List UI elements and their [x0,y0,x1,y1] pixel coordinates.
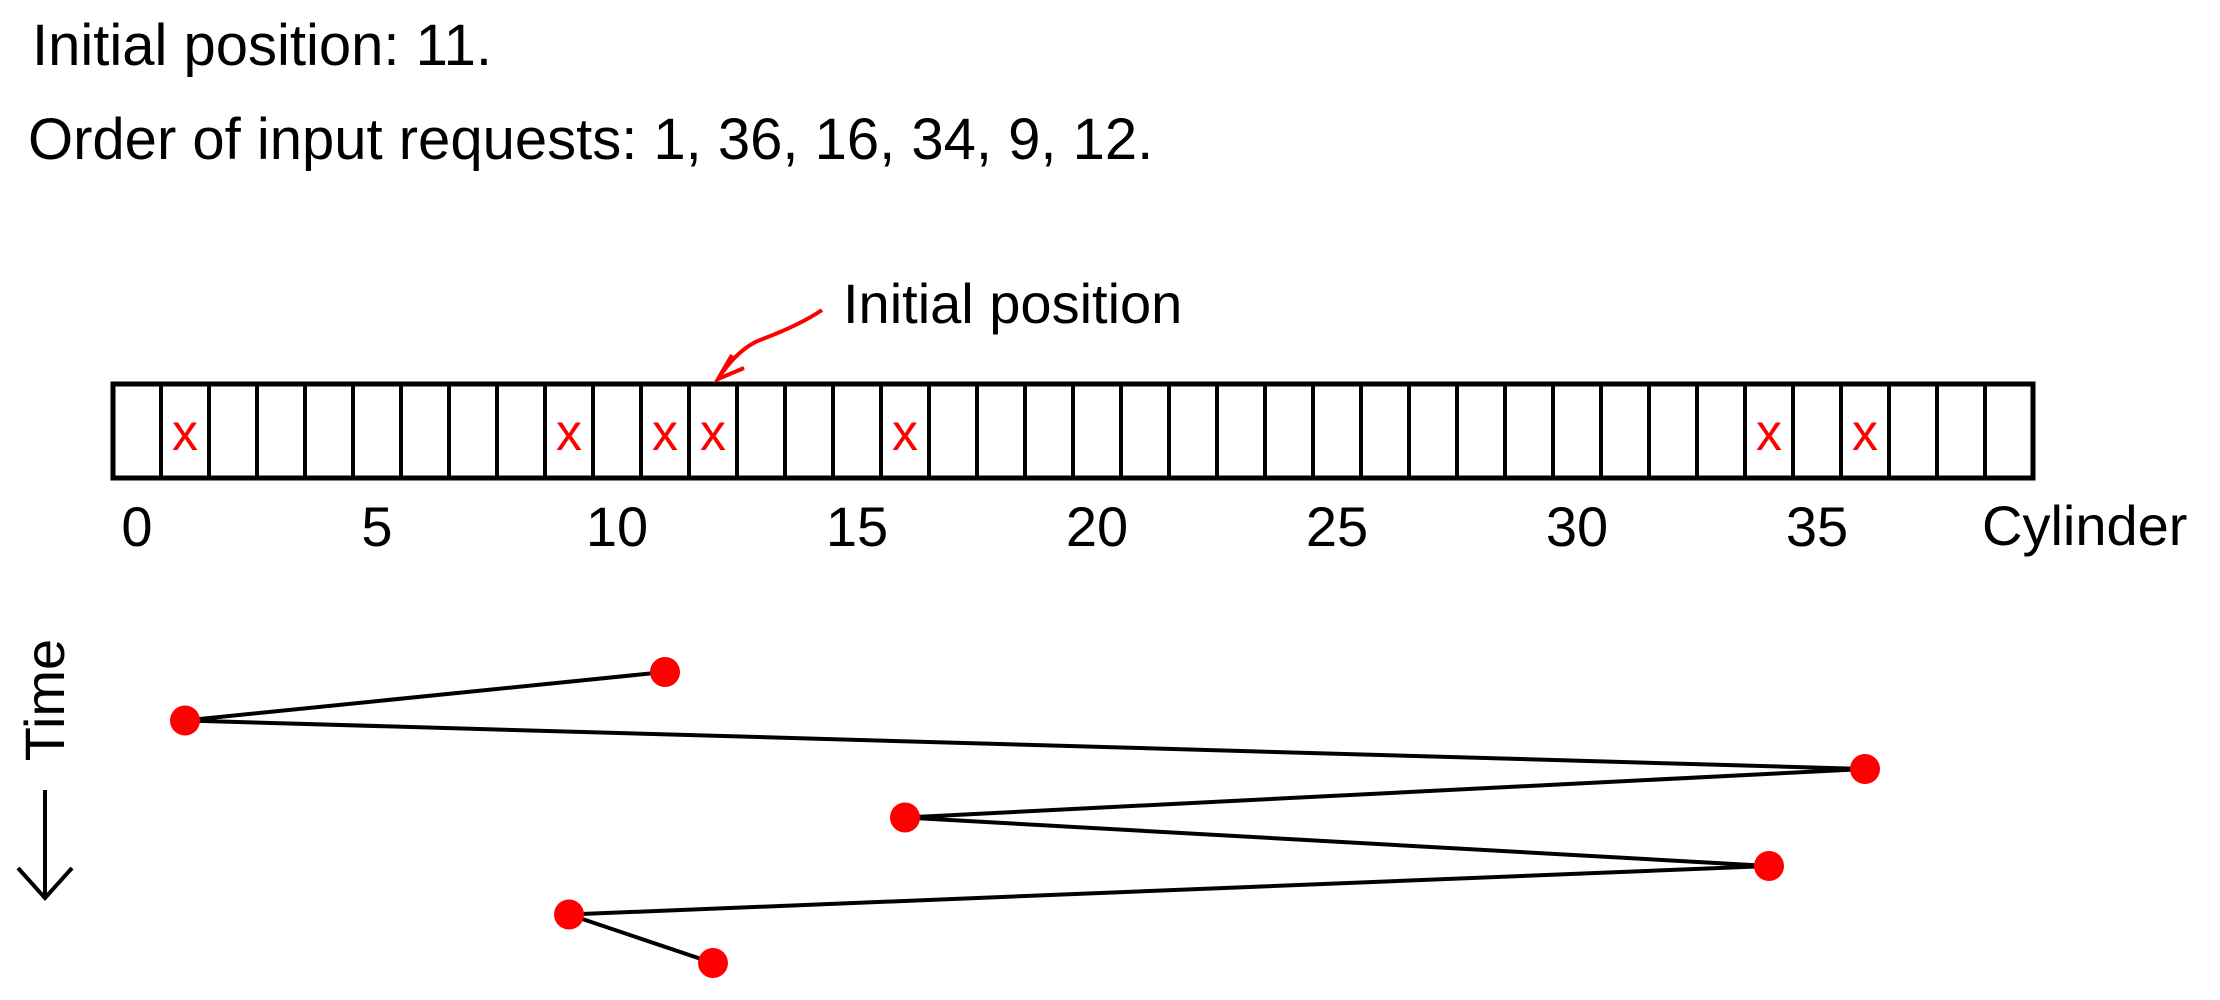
cylinder-strip [110,381,2036,481]
cylinder-axis-label: Cylinder [1982,494,2187,557]
cylinder-tick-label: 15 [826,495,888,558]
cylinder-tick-label: 30 [1546,495,1608,558]
request-mark: x [1852,404,1878,462]
request-order-text: Order of input requests: 1, 36, 16, 34, … [28,107,1154,172]
time-arrow-head [16,866,74,901]
seek-path-line [184,670,1866,965]
seek-path-point [890,802,920,833]
request-mark: x [1756,404,1782,462]
cylinder-tick-label: 25 [1306,495,1368,558]
seek-path-point [554,899,584,930]
cylinder-tick-label: 20 [1066,495,1128,558]
request-mark: x [892,404,918,462]
initial-position-arrow [720,308,824,375]
seek-path-point [170,705,200,736]
request-mark: x [556,404,582,462]
seek-path-point [1850,754,1880,784]
seek-path-point [650,657,680,687]
request-mark: x [652,404,678,462]
time-axis: Time [13,639,76,901]
initial-position-label: Initial position [843,272,1182,335]
cylinder-tick-label: 35 [1786,495,1848,558]
cylinder-tick-labels: 0 5 10 15 20 25 30 35 [121,495,1848,558]
cylinder-tick-label: 10 [586,495,648,558]
request-mark: x [700,404,726,462]
initial-position-annotation: Initial position [713,272,1182,384]
cylinder-tick-label: 5 [361,495,392,558]
time-label: Time [13,639,76,761]
initial-position-text: Initial position: 11. [32,13,492,78]
seek-path-point [698,948,728,978]
request-mark: x [172,404,198,462]
cylinder-tick-label: 0 [121,495,152,558]
seek-path-points [170,657,1880,978]
initial-position-arrow-head [713,353,745,384]
seek-path-point [1754,851,1784,881]
